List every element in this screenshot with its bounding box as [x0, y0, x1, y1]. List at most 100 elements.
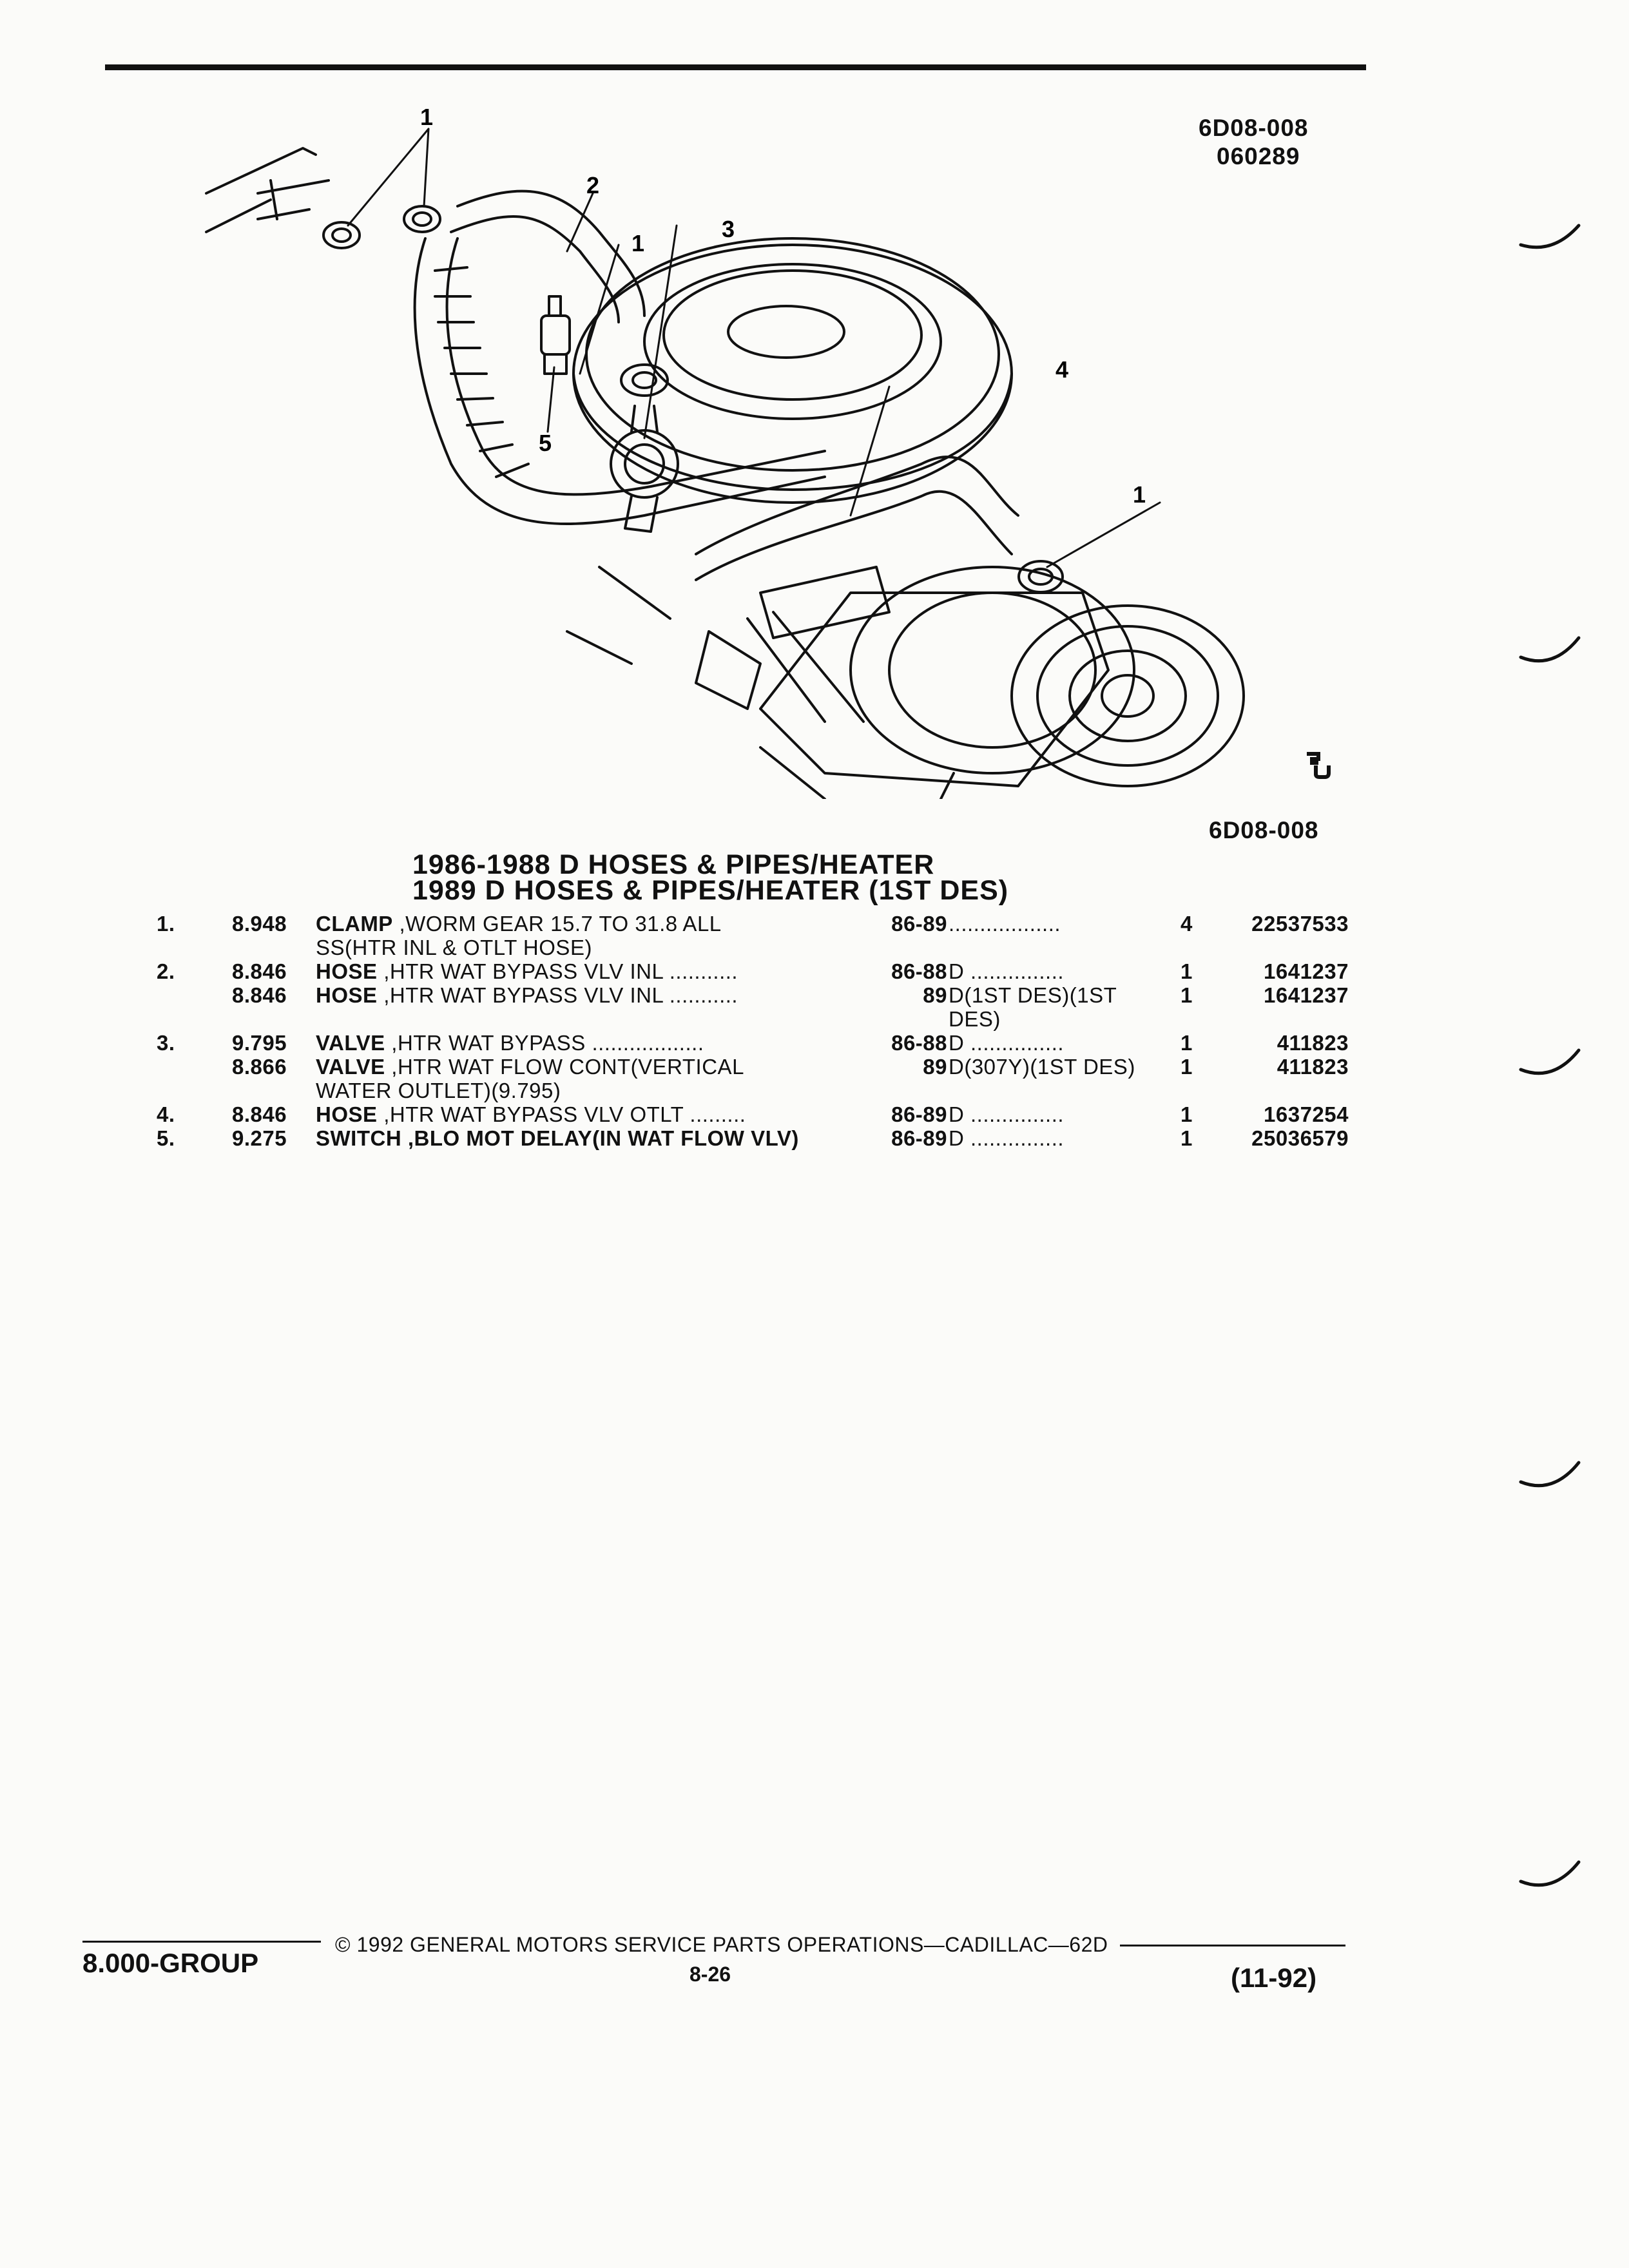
- usage-note: D ...............: [949, 959, 1065, 983]
- group-number: 8.846: [232, 1102, 287, 1126]
- group-number: 9.795: [232, 1031, 287, 1055]
- part-number: 411823: [1277, 1031, 1349, 1055]
- part-number: 411823: [1277, 1055, 1349, 1079]
- callout-1c: 1: [1133, 481, 1146, 508]
- callout-1b: 1: [631, 230, 644, 256]
- usage-note: D ...............: [949, 1102, 1065, 1126]
- group-number: 9.275: [232, 1126, 287, 1150]
- part-number: 22537533: [1251, 912, 1349, 936]
- margin-tick: [1519, 224, 1581, 249]
- part-description: VALVE ,HTR WAT FLOW CONT(VERTICAL: [316, 1055, 744, 1079]
- bypass-inlet-hose: [450, 215, 620, 323]
- part-number: 1637254: [1264, 1102, 1349, 1126]
- group-number: 8.948: [232, 912, 287, 936]
- bypass-valve: [610, 363, 679, 533]
- quantity: 1: [1181, 1055, 1193, 1079]
- figure-code: 6D08-008: [1199, 115, 1309, 141]
- pulley: [1010, 604, 1245, 787]
- quantity: 4: [1181, 912, 1193, 936]
- usage-note: D(307Y)(1ST DES): [949, 1055, 1135, 1079]
- table-row: 1. 8.948 CLAMP ,WORM GEAR 15.7 TO 31.8 A…: [0, 912, 1629, 937]
- margin-tick: [1519, 1860, 1581, 1887]
- part-number: 1641237: [1264, 983, 1349, 1007]
- item-number: 5.: [157, 1126, 175, 1150]
- model-years: 86-88: [891, 959, 947, 983]
- air-cleaner: [572, 237, 1013, 504]
- margin-tick: [1519, 1461, 1581, 1488]
- part-description-line2: WATER OUTLET)(9.795): [316, 1079, 561, 1102]
- model-years: 86-89: [891, 1102, 947, 1126]
- margin-tick-marks: [1519, 224, 1581, 1887]
- callout-5: 5: [539, 430, 552, 456]
- table-row: 8.846 HOSE ,HTR WAT BYPASS VLV INL .....…: [0, 983, 1629, 1009]
- part-description: HOSE ,HTR WAT BYPASS VLV INL ...........: [316, 983, 738, 1007]
- usage-note: D(1ST DES)(1ST: [949, 983, 1117, 1007]
- revision-date: (11-92): [1231, 1963, 1317, 1993]
- part-description: CLAMP ,WORM GEAR 15.7 TO 31.8 ALL: [316, 912, 722, 936]
- figure-date: 060289: [1217, 143, 1300, 169]
- heater-core-pipes: [256, 179, 330, 220]
- part-description: SWITCH ,BLO MOT DELAY(IN WAT FLOW VLV): [316, 1126, 799, 1150]
- usage-note: D ...............: [949, 1126, 1065, 1150]
- top-rule: [105, 64, 1366, 70]
- table-row: 8.866 VALVE ,HTR WAT FLOW CONT(VERTICAL …: [0, 1055, 1629, 1081]
- quantity: 1: [1181, 959, 1193, 983]
- callout-2: 2: [586, 172, 599, 198]
- model-years: 86-89: [891, 912, 947, 936]
- water-pump-assembly: [695, 566, 1135, 787]
- part-number: 1641237: [1264, 959, 1349, 983]
- callout-1a: 1: [420, 104, 433, 130]
- part-description: VALVE ,HTR WAT BYPASS ..................: [316, 1031, 704, 1055]
- item-number: 3.: [157, 1031, 175, 1055]
- group-number: 8.866: [232, 1055, 287, 1079]
- callout-3: 3: [722, 216, 735, 242]
- callout-4: 4: [1055, 356, 1068, 383]
- item-number: 4.: [157, 1102, 175, 1126]
- table-row: 3. 9.795 VALVE ,HTR WAT BYPASS .........…: [0, 1031, 1629, 1057]
- margin-tick: [1519, 636, 1581, 663]
- heater-hose-diagram: 1 2 1 3 4 5 1: [205, 104, 1245, 799]
- part-description: HOSE ,HTR WAT BYPASS VLV INL ...........: [316, 959, 738, 983]
- firewall-outline: [205, 147, 317, 233]
- heater-clamp-2: [403, 205, 441, 233]
- item-number: 2.: [157, 959, 175, 983]
- heater-outlet-hose: [413, 237, 826, 525]
- model-years: 89: [923, 983, 947, 1007]
- item-number: 1.: [157, 912, 175, 936]
- quantity: 1: [1181, 1126, 1193, 1150]
- figure-code-bottom: 6D08-008: [1209, 817, 1319, 843]
- table-row-continuation: WATER OUTLET)(9.795): [0, 1079, 1629, 1104]
- parts-list: 1. 8.948 CLAMP ,WORM GEAR 15.7 TO 31.8 A…: [0, 908, 1629, 1179]
- usage-note: ..................: [949, 912, 1061, 936]
- margin-tick: [1519, 1048, 1581, 1075]
- model-years: 86-88: [891, 1031, 947, 1055]
- leader-lines: [347, 128, 1161, 568]
- delay-switch: [540, 295, 571, 375]
- bypass-outlet-hose: [695, 456, 1019, 555]
- quantity: 1: [1181, 1031, 1193, 1055]
- part-description: HOSE ,HTR WAT BYPASS VLV OTLT .........: [316, 1102, 746, 1126]
- model-years: 89: [923, 1055, 947, 1079]
- usage-note: D ...............: [949, 1031, 1065, 1055]
- page-number: 8-26: [689, 1963, 731, 1986]
- heater-clamp-1: [322, 221, 361, 249]
- footer-rule-right: [1120, 1945, 1345, 1946]
- usage-note-line2: DES): [949, 1007, 1001, 1031]
- table-row-continuation: SS(HTR INL & OTLT HOSE): [0, 936, 1629, 961]
- footer-rule-left: [82, 1941, 321, 1943]
- table-row: 2. 8.846 HOSE ,HTR WAT BYPASS VLV INL ..…: [0, 959, 1629, 985]
- pump-clamp: [1017, 560, 1064, 593]
- table-row-continuation: DES): [0, 1007, 1629, 1033]
- publisher-mark-icon: [1307, 752, 1331, 779]
- table-row: 5. 9.275 SWITCH ,BLO MOT DELAY(IN WAT FL…: [0, 1126, 1629, 1152]
- part-number: 25036579: [1251, 1126, 1349, 1150]
- title-line-1: 1986-1988 D HOSES & PIPES/HEATER: [412, 849, 935, 880]
- footer-group: 8.000-GROUP: [82, 1948, 259, 1978]
- table-row: 4. 8.846 HOSE ,HTR WAT BYPASS VLV OTLT .…: [0, 1102, 1629, 1128]
- quantity: 1: [1181, 1102, 1193, 1126]
- group-number: 8.846: [232, 959, 287, 983]
- group-number: 8.846: [232, 983, 287, 1007]
- footer-copyright: © 1992 GENERAL MOTORS SERVICE PARTS OPER…: [335, 1933, 1108, 1956]
- title-line-2: 1989 D HOSES & PIPES/HEATER (1ST DES): [412, 875, 1009, 906]
- quantity: 1: [1181, 983, 1193, 1007]
